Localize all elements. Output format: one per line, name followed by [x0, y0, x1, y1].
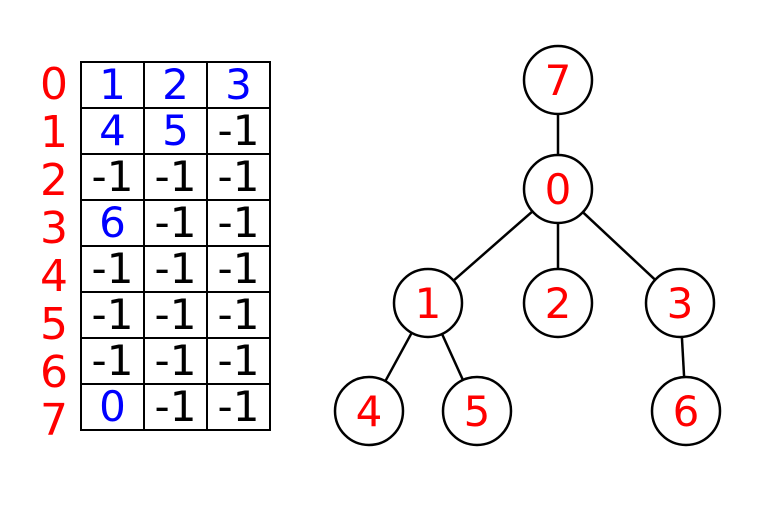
table-row: -1-1-1	[80, 291, 271, 339]
tree-edge-1-5	[440, 333, 465, 381]
table-row: 0-1-1	[80, 383, 271, 431]
table-cell: -1	[143, 153, 208, 201]
tree-node-circle	[522, 153, 594, 225]
tree-edge-1-4	[384, 332, 413, 382]
row-label-3: 3	[40, 203, 68, 254]
table-cell: -1	[206, 291, 271, 339]
table-cell: -1	[206, 199, 271, 247]
table-cell: 4	[80, 107, 145, 155]
row-label-7: 7	[40, 395, 68, 446]
table-cell: -1	[143, 245, 208, 293]
table-cell: -1	[206, 245, 271, 293]
tree-node-circle	[333, 375, 405, 447]
table-cell: -1	[80, 153, 145, 201]
table-cell: -1	[206, 153, 271, 201]
table-cell: 3	[206, 61, 271, 109]
table-row: -1-1-1	[80, 245, 271, 293]
tree-node-label: 6	[673, 387, 700, 436]
table-cell: -1	[143, 291, 208, 339]
tree-node-0: 0	[522, 153, 594, 225]
row-label-1: 1	[40, 107, 68, 158]
tree-node-7: 7	[522, 44, 594, 116]
tree-node-4: 4	[333, 375, 405, 447]
tree-node-2: 2	[522, 267, 594, 339]
table-cell: -1	[206, 383, 271, 431]
tree-node-circle	[644, 267, 716, 339]
tree-edge-0-3	[581, 211, 657, 281]
tree-node-5: 5	[441, 375, 513, 447]
row-label-6: 6	[40, 347, 68, 398]
table-cell: -1	[80, 245, 145, 293]
tree-node-circle	[441, 375, 513, 447]
tree-edge-0-1	[452, 210, 534, 282]
table-cell: 6	[80, 199, 145, 247]
table-cell: 0	[80, 383, 145, 431]
tree-edge-3-6	[680, 336, 686, 378]
table-row: 6-1-1	[80, 199, 271, 247]
table-cell: -1	[143, 383, 208, 431]
row-label-5: 5	[40, 299, 68, 350]
table-cell: 2	[143, 61, 208, 109]
tree-node-label: 2	[545, 279, 572, 328]
table-cell: 1	[80, 61, 145, 109]
table-cell: -1	[143, 199, 208, 247]
tree-node-6: 6	[650, 375, 722, 447]
row-label-0: 0	[40, 59, 68, 110]
tree-node-label: 7	[545, 56, 572, 105]
tree-node-circle	[392, 267, 464, 339]
tree-node-label: 1	[415, 279, 442, 328]
table-cell: -1	[80, 291, 145, 339]
tree-node-circle	[522, 44, 594, 116]
table-row: -1-1-1	[80, 153, 271, 201]
tree-node-label: 0	[545, 165, 572, 214]
row-label-2: 2	[40, 155, 68, 206]
tree-node-label: 5	[464, 387, 491, 436]
tree-node-1: 1	[392, 267, 464, 339]
table-cell: -1	[80, 337, 145, 385]
table-cell: -1	[143, 337, 208, 385]
table-cell: -1	[206, 107, 271, 155]
table-cell: -1	[206, 337, 271, 385]
tree-node-label: 4	[356, 387, 383, 436]
tree-node-3: 3	[644, 267, 716, 339]
table-cell: 5	[143, 107, 208, 155]
tree-node-label: 3	[667, 279, 694, 328]
row-label-4: 4	[40, 251, 68, 302]
tree-node-circle	[522, 267, 594, 339]
table-row: -1-1-1	[80, 337, 271, 385]
tree-node-circle	[650, 375, 722, 447]
